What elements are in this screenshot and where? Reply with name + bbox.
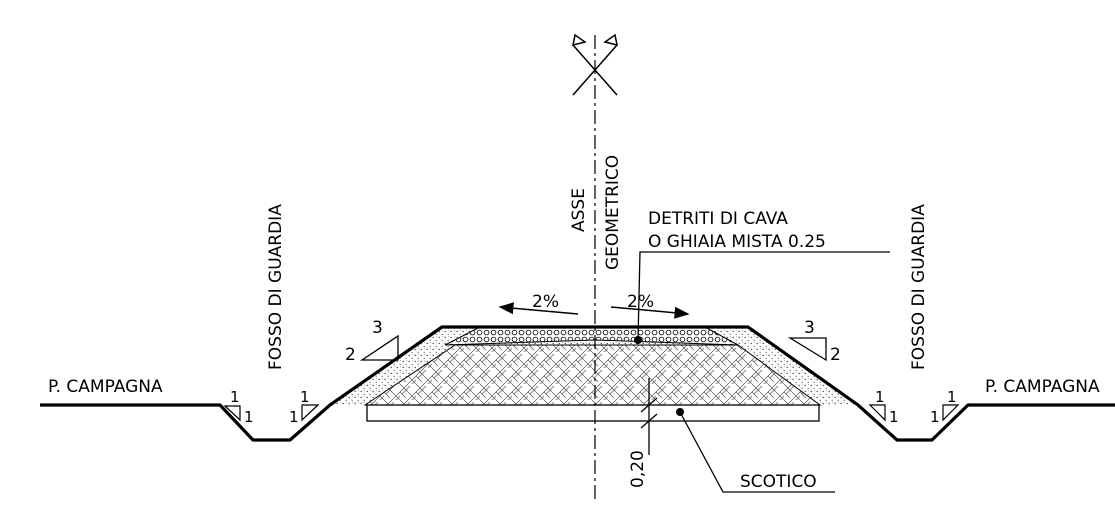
geometrico-label: GEOMETRICO (603, 155, 623, 270)
p-campagna-right-label: P. CAMPAGNA (985, 377, 1100, 397)
ditch-right-inner-run: 1 (889, 408, 899, 426)
embankment-right-run: 2 (830, 345, 841, 365)
detriti-label-line2: O GHIAIA MISTA 0.25 (648, 232, 826, 252)
scotico-strip (366, 404, 820, 422)
thickness-label: 0,20 (628, 450, 648, 488)
thickness-dimension (640, 378, 658, 455)
scotico-leader-line (679, 411, 835, 493)
ditch-left-inner-run: 1 (289, 408, 299, 426)
fosso-right-label: FOSSO DI GUARDIA (909, 204, 929, 370)
slope-triangle-right: 3 2 (787, 318, 841, 365)
scotico-label: SCOTICO (740, 472, 817, 492)
ditch-left-outer-rise: 1 (230, 388, 240, 406)
gravel-layer (444, 326, 739, 346)
ditch-left-outer-run: 1 (244, 408, 254, 426)
ground-profile (40, 325, 1115, 442)
slope-arrow-left (498, 302, 579, 315)
slope-left-label: 2% (532, 292, 559, 312)
p-campagna-left-label: P. CAMPAGNA (48, 377, 163, 397)
slope-arrow-right (610, 306, 690, 319)
detriti-leader-line (637, 251, 890, 341)
ditch-right-inner-rise: 1 (875, 388, 885, 406)
slope-triangle-left: 3 2 (345, 318, 399, 365)
ditch-right-outer-run: 1 (930, 408, 940, 426)
slope-right-label: 2% (627, 292, 654, 312)
fosso-left-label: FOSSO DI GUARDIA (266, 204, 286, 370)
embankment-left-rise: 3 (372, 318, 383, 338)
detriti-leader-dot (634, 336, 642, 344)
axis-flag-icon (572, 33, 618, 96)
asse-label: ASSE (569, 188, 589, 232)
ditch-right-outer-rise: 1 (947, 388, 957, 406)
ditch-left-inner-rise: 1 (300, 388, 310, 406)
ditch-triangle-right-outer: 1 1 (930, 388, 960, 426)
ditch-triangle-right-inner: 1 1 (868, 388, 899, 426)
ditch-triangle-left-inner: 1 1 (289, 388, 320, 426)
scotico-leader-dot (676, 408, 684, 416)
embankment-right-rise: 3 (804, 318, 815, 338)
embankment-left-run: 2 (345, 345, 356, 365)
detriti-label-line1: DETRITI DI CAVA (648, 209, 788, 229)
ditch-triangle-left-outer: 1 1 (223, 388, 254, 426)
